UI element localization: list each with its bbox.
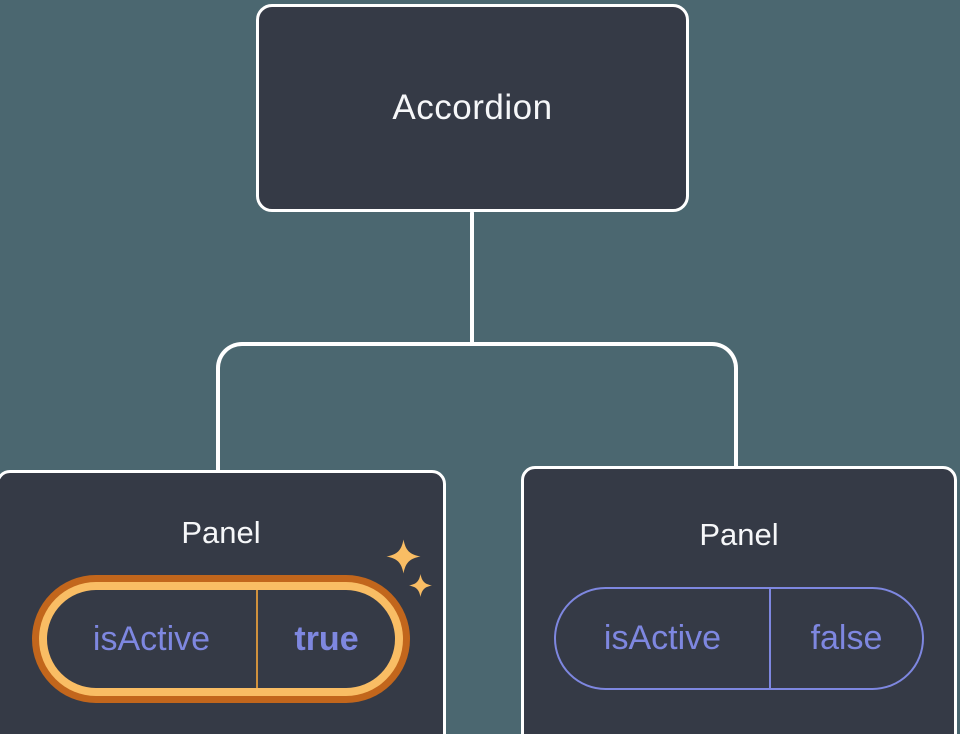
state-pill-glow: isActive true [39, 582, 403, 696]
state-value: false [810, 619, 883, 657]
panel-label: Panel [181, 515, 261, 550]
root-node-accordion: Accordion [256, 4, 689, 212]
panel-node-inactive: Panel isActive false [521, 466, 957, 734]
connector-root-stem [470, 211, 474, 344]
state-pill-inner: isActive true [47, 590, 395, 688]
root-node-label: Accordion [392, 88, 553, 127]
panel-node-active: Panel isActive true [0, 470, 446, 734]
state-key: isActive [603, 619, 722, 657]
connector-branch [216, 342, 738, 482]
panel-label: Panel [699, 517, 779, 552]
state-pill-plain: isActive false [554, 587, 924, 690]
state-pill-highlighted: isActive true [32, 575, 410, 703]
sparkles-icon [386, 539, 432, 597]
state-key: isActive [92, 619, 211, 658]
state-pill-divider [769, 589, 771, 688]
state-pill-divider [256, 590, 258, 688]
state-value: true [294, 619, 359, 658]
